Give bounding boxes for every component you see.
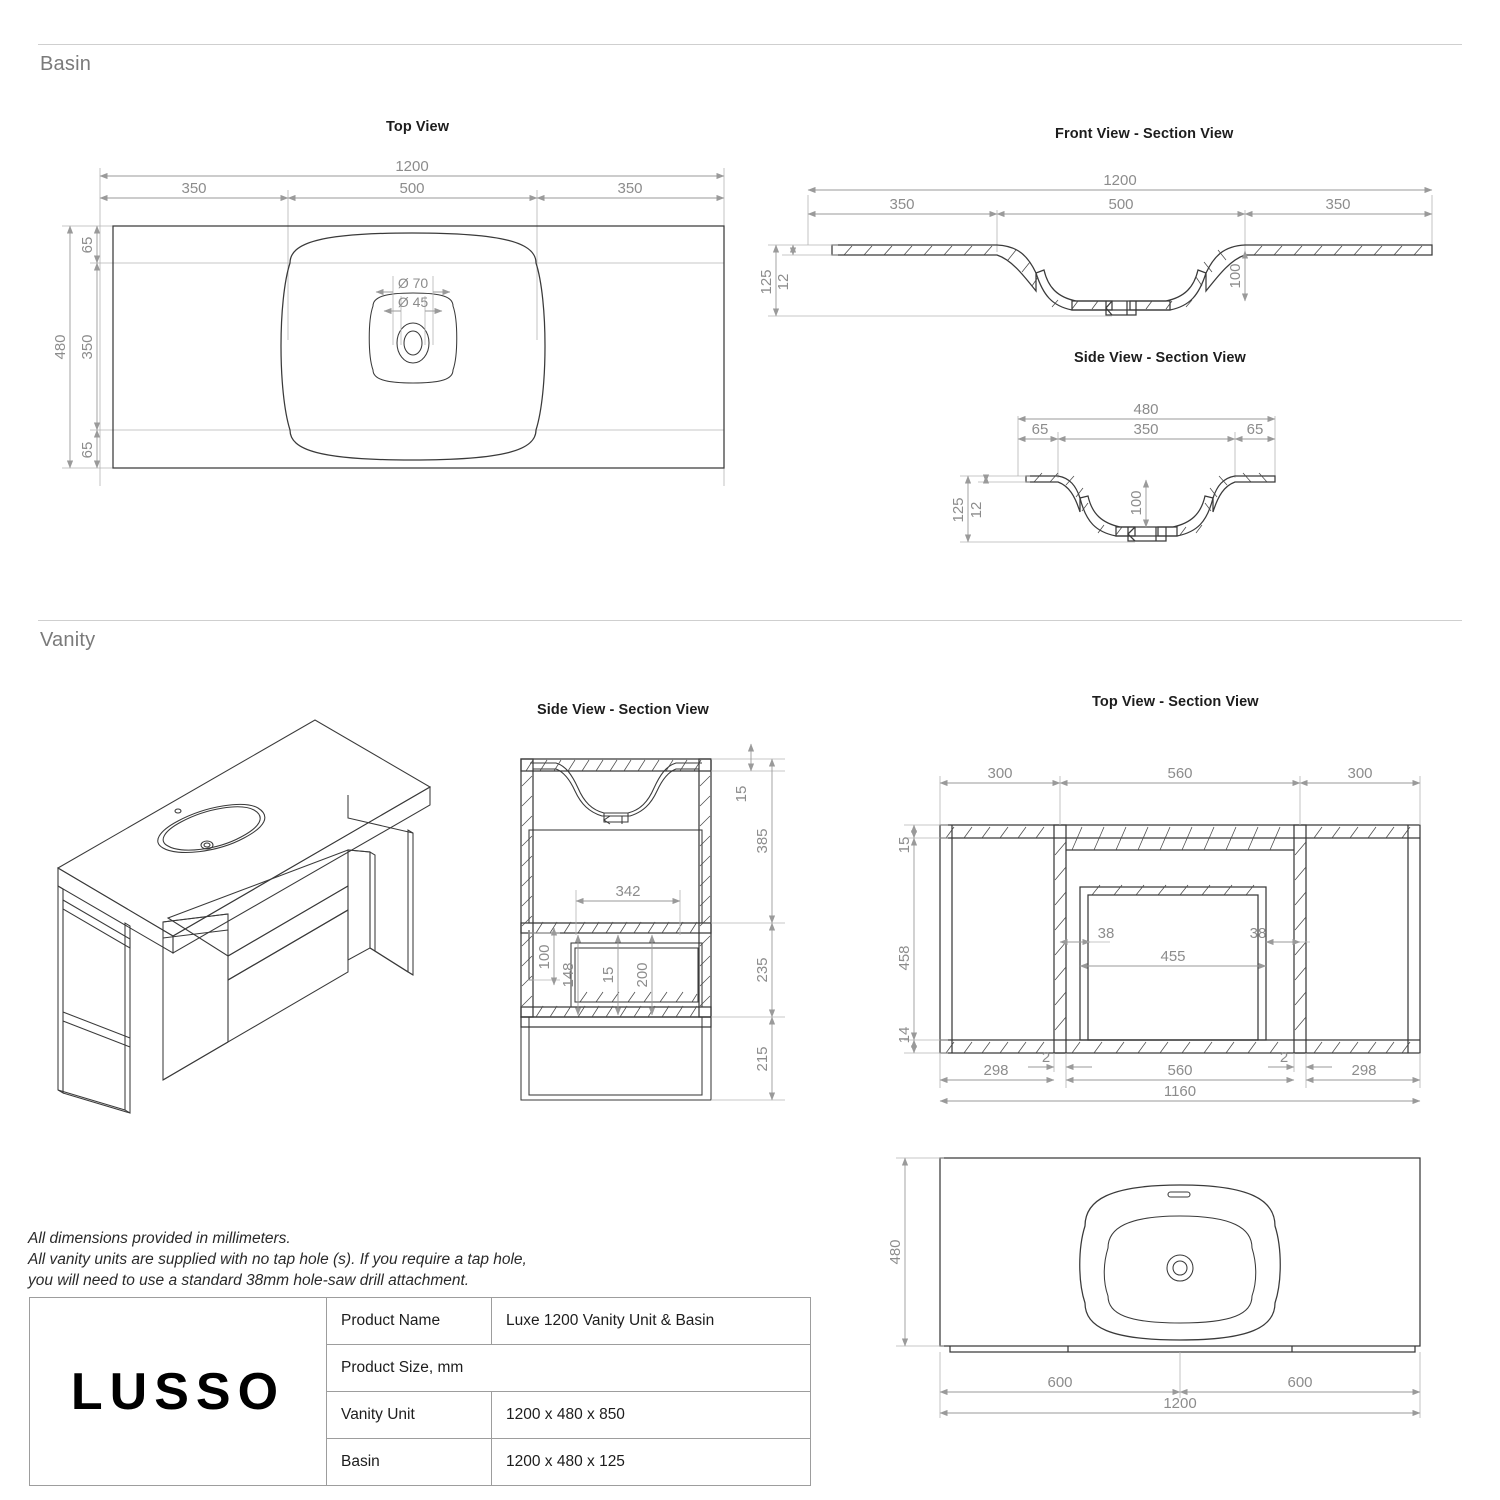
dim-vanity-front-overall: 1200 [1163, 1395, 1196, 1412]
dim-basin-top-mid: 500 [399, 180, 424, 197]
dim-basin-hole-outer: Ø 70 [398, 275, 429, 291]
spec-value-vanity-unit: 1200 x 480 x 850 [491, 1391, 811, 1439]
dim-basin-side-right-edge: 65 [1247, 421, 1264, 438]
dim-basin-side-depth: 480 [1133, 401, 1158, 418]
dim-vanity-side-top-gap: 15 [733, 786, 750, 803]
dim-basin-top-left: 350 [181, 180, 206, 197]
dim-vanity-side-200: 200 [634, 962, 651, 987]
dim-vanity-top-gap-left: 2 [1042, 1049, 1050, 1066]
section-heading-vanity: Vanity [40, 629, 96, 651]
dim-basin-side-left-edge: 65 [1032, 421, 1049, 438]
dim-basin-front-rim: 12 [775, 274, 792, 291]
view-title-basin-front: Front View - Section View [1055, 126, 1234, 142]
dim-basin-side-height: 125 [950, 497, 967, 522]
dim-vanity-side-upper: 385 [754, 828, 771, 853]
top-divider [38, 44, 1462, 45]
table-row: Vanity Unit 1200 x 480 x 850 [30, 1391, 811, 1439]
dim-basin-front-height: 125 [758, 269, 775, 294]
dim-vanity-front-half-right: 600 [1287, 1374, 1312, 1391]
table-row: Basin 1200 x 480 x 125 [30, 1438, 811, 1486]
dim-vanity-top-rec-w: 455 [1160, 948, 1185, 965]
spec-key-product-size: Product Size, mm [326, 1344, 811, 1392]
view-title-vanity-side: Side View - Section View [537, 702, 709, 718]
dim-vanity-top-panel-top: 15 [896, 837, 913, 854]
spec-table: LUSSO Product Name Luxe 1200 Vanity Unit… [29, 1297, 811, 1486]
spec-value-basin: 1200 x 480 x 125 [491, 1438, 811, 1486]
spec-key-vanity-unit: Vanity Unit [326, 1391, 492, 1439]
footer-notes: All dimensions provided in millimeters. … [28, 1230, 527, 1289]
dim-vanity-top-left-bay: 300 [987, 765, 1012, 782]
table-row: LUSSO Product Name Luxe 1200 Vanity Unit… [29, 1297, 811, 1486]
spec-key-product-name: Product Name [326, 1297, 492, 1345]
dim-basin-front-mid: 500 [1108, 196, 1133, 213]
basin-top-view-drawing: 1200 350 500 350 480 65 350 65 Ø 70 Ø 45 [52, 158, 725, 486]
basin-front-section-drawing: 1200 350 500 350 100 12 [758, 172, 1433, 317]
dim-basin-top-edge-top: 65 [79, 237, 96, 254]
dim-vanity-top-depth: 458 [896, 945, 913, 970]
dim-basin-side-bowl-depth: 100 [1128, 490, 1145, 515]
view-title-vanity-top: Top View - Section View [1092, 694, 1259, 710]
dim-vanity-top-mid-bay: 560 [1167, 765, 1192, 782]
view-title-basin-side: Side View - Section View [1074, 350, 1246, 366]
dim-vanity-side-15: 15 [600, 967, 617, 984]
dim-basin-hole-inner: Ø 45 [398, 294, 429, 310]
dim-vanity-top-gap-right: 2 [1280, 1049, 1288, 1066]
dim-vanity-side-inset: 100 [536, 944, 553, 969]
dim-basin-top-edge-bottom: 65 [79, 442, 96, 459]
dim-vanity-top-rec-right: 38 [1250, 925, 1267, 942]
dim-basin-top-bowl-depth: 350 [79, 334, 96, 359]
vanity-front-elevation-drawing: 480 600 600 1200 [887, 1157, 1421, 1418]
dim-vanity-top-left-door: 298 [983, 1062, 1008, 1079]
dim-basin-front-overall: 1200 [1103, 172, 1136, 189]
section-heading-basin: Basin [40, 53, 92, 75]
dim-basin-top-depth: 480 [52, 334, 69, 359]
spec-value-product-name: Luxe 1200 Vanity Unit & Basin [491, 1297, 811, 1345]
dim-basin-front-bowl-depth: 100 [1227, 263, 1244, 288]
dim-vanity-front-half-left: 600 [1047, 1374, 1072, 1391]
vanity-isometric-drawing [56, 719, 432, 1114]
dim-vanity-front-depth: 480 [887, 1239, 904, 1264]
dim-basin-front-right: 350 [1325, 196, 1350, 213]
dim-basin-front-left: 350 [889, 196, 914, 213]
dim-vanity-side-drawer-zone: 235 [754, 957, 771, 982]
dim-vanity-side-drawer-w: 342 [615, 883, 640, 900]
dim-vanity-top-right-bay: 300 [1347, 765, 1372, 782]
view-title-basin-top: Top View [386, 119, 450, 135]
vanity-divider [38, 620, 1462, 621]
spec-key-basin: Basin [326, 1438, 492, 1486]
basin-side-section-drawing: 480 65 350 65 100 125 12 [950, 401, 1276, 543]
dim-basin-top-right: 350 [617, 180, 642, 197]
dim-vanity-top-panel-bottom: 14 [896, 1027, 913, 1044]
vanity-side-section-drawing: 342 100 148 15 200 15 385 235 215 [520, 743, 785, 1101]
brand-logo-cell: LUSSO [29, 1297, 327, 1486]
dim-vanity-side-148: 148 [560, 962, 577, 987]
dim-basin-top-overall-w: 1200 [395, 158, 428, 175]
dim-basin-side-rim: 12 [968, 502, 985, 519]
dim-vanity-top-rec-left: 38 [1098, 925, 1115, 942]
dim-vanity-top-mid-door: 560 [1167, 1062, 1192, 1079]
lusso-logo: LUSSO [70, 1362, 286, 1421]
vanity-top-section-drawing: 300 560 300 15 458 14 38 38 455 2 2 298 … [896, 765, 1421, 1105]
dim-vanity-top-overall: 1160 [1164, 1083, 1196, 1100]
dim-vanity-top-right-door: 298 [1351, 1062, 1376, 1079]
dim-basin-side-bowl: 350 [1133, 421, 1158, 438]
dim-vanity-side-lower: 215 [754, 1046, 771, 1071]
